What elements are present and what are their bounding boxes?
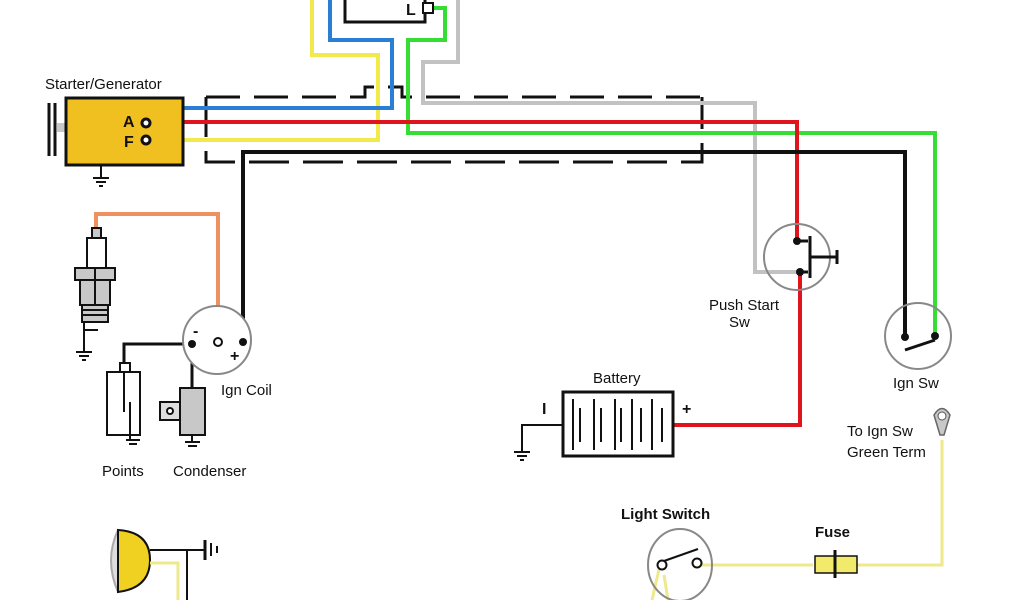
wire-black-ignition	[241, 150, 907, 342]
starter-generator-label: Starter/Generator	[45, 76, 162, 93]
fuse-label: Fuse	[815, 524, 850, 541]
push-start-switch: Push Start Sw	[709, 223, 839, 331]
terminal-f	[140, 134, 152, 146]
points: Points	[102, 362, 144, 480]
battery-minus-label: I	[542, 401, 546, 418]
coil-minus-label: -	[193, 323, 198, 340]
ign-sw-label: Ign Sw	[893, 375, 939, 392]
harness-dashed-outline	[204, 85, 704, 164]
wire-red-battery	[673, 272, 802, 427]
wire-orange	[94, 212, 220, 342]
coil-plus-label: +	[230, 348, 239, 365]
ground-icon	[514, 424, 563, 461]
battery: Battery I +	[514, 370, 691, 461]
wire-points	[122, 342, 194, 388]
regulator: L	[343, 0, 434, 24]
battery-plus-label: +	[682, 401, 691, 418]
push-start-label-line1: Push Start	[709, 297, 780, 314]
condenser: Condenser	[159, 387, 246, 480]
wire-gray	[421, 0, 800, 274]
headlamp-icon	[110, 528, 218, 600]
wire-yellow	[146, 0, 380, 142]
fuse: Fuse	[814, 524, 858, 578]
ring-terminal-icon: To Ign Sw Green Term	[847, 407, 951, 461]
wire-green	[406, 6, 937, 335]
condenser-label: Condenser	[173, 463, 246, 480]
points-label: Points	[102, 463, 144, 480]
terminal-a-label: A	[123, 114, 135, 131]
terminal-a	[140, 117, 152, 129]
to-ign-sw-label-line1: To Ign Sw	[847, 423, 913, 440]
push-start-label-line2: Sw	[729, 314, 750, 331]
light-switch-label: Light Switch	[621, 506, 710, 523]
terminal-f-label: F	[124, 134, 134, 151]
ign-coil-label: Ign Coil	[221, 382, 272, 399]
ignition-switch: Ign Sw	[884, 302, 952, 392]
to-ign-sw-label-line2: Green Term	[847, 444, 926, 461]
starter-generator: Starter/Generator A F	[45, 76, 185, 187]
ignition-coil: - + Ign Coil	[182, 305, 272, 399]
light-switch: Light Switch	[621, 506, 713, 600]
spark-plug-icon	[74, 227, 116, 361]
ground-icon	[93, 166, 109, 187]
wire-red-generator	[146, 120, 799, 240]
battery-label: Battery	[593, 370, 641, 387]
wire-light-yellow	[650, 440, 944, 600]
regulator-l-label: L	[406, 2, 416, 19]
